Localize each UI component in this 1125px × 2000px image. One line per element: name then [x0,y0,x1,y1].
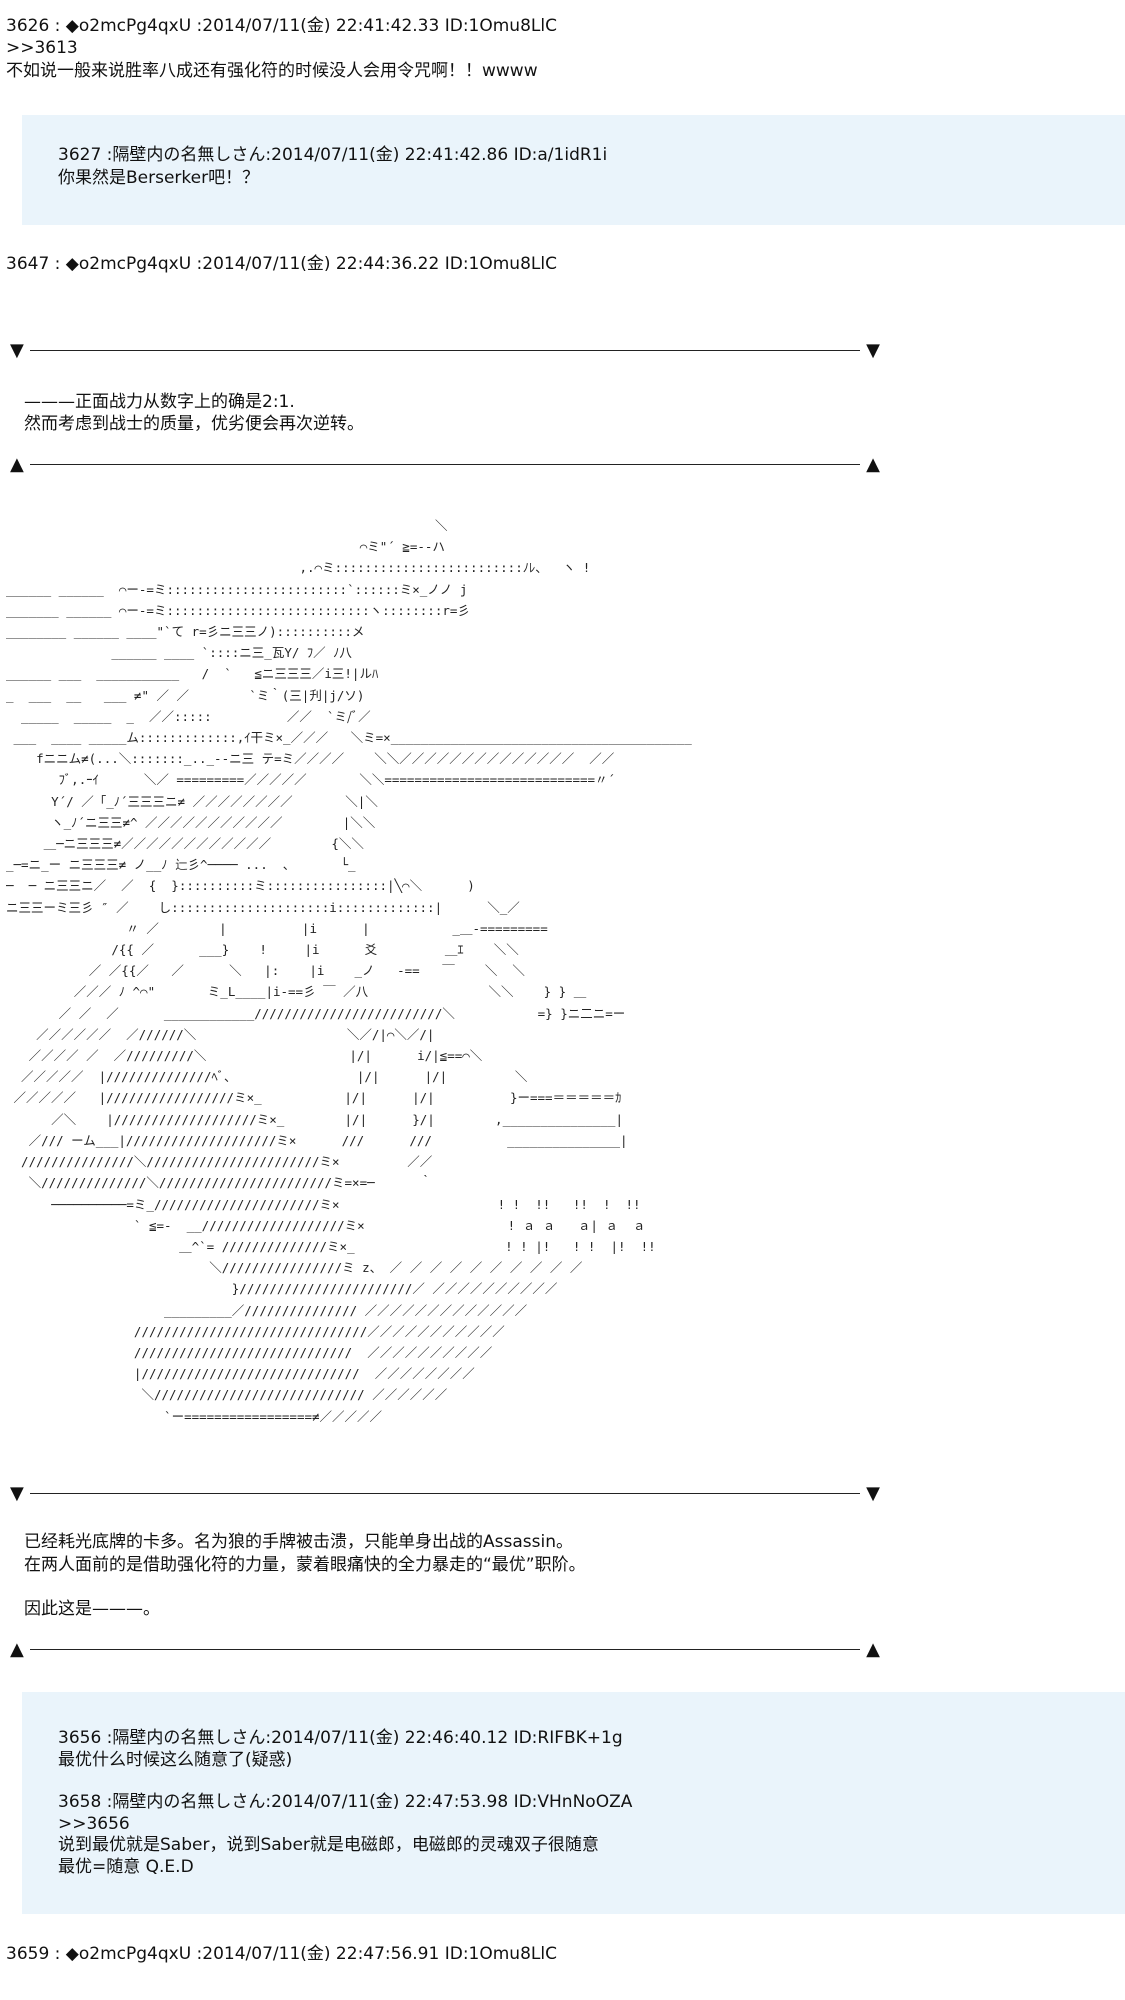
narration-line: ———正面战力从数字上的确是2:1. [24,392,295,412]
down-arrow-icon: ▼ [866,340,880,361]
reply-text: 最优=随意 Q.E.D [58,1857,194,1877]
reply-header-3627: 3627 :隔壁内の名無しさん:2014/07/11(金) 22:41:42.8… [58,145,608,165]
post-header-3626: 3626 : ◆o2mcPg4qxU :2014/07/11(金) 22:41:… [6,16,557,36]
reply-text: 说到最优就是Saber，说到Saber就是电磁郎，电磁郎的灵魂双子很随意 [58,1835,599,1855]
section-divider-top: ▼ ▼ [10,1485,880,1503]
down-arrow-icon: ▼ [866,1483,880,1504]
section-divider-bottom: ▲ ▲ [10,456,880,474]
down-arrow-icon: ▼ [10,1483,24,1504]
post-header-3647: 3647 : ◆o2mcPg4qxU :2014/07/11(金) 22:44:… [6,254,557,274]
reply-text: 你果然是Berserker吧！？ [58,168,260,188]
narration-line: 已经耗光底牌的卡多。名为狼的手牌被击溃，只能单身出战的Assassin。 [24,1532,573,1552]
reply-box: 3627 :隔壁内の名無しさん:2014/07/11(金) 22:41:42.8… [22,115,1125,225]
quote-link[interactable]: >>3656 [58,1814,130,1834]
ascii-art: ＼ ⌒ミ"´ ≧=-‐ハ ,.⌒ミ:::::::::::::::::::::::… [6,518,692,1424]
post-header-3659: 3659 : ◆o2mcPg4qxU :2014/07/11(金) 22:47:… [6,1944,557,1964]
reply-header-3658: 3658 :隔壁内の名無しさん:2014/07/11(金) 22:47:53.9… [58,1792,633,1812]
section-divider-top: ▼ ▼ [10,342,880,360]
reply-text: 最优什么时候这么随意了(疑惑) [58,1750,293,1770]
narration-line: 因此这是———。 [24,1599,160,1619]
quote-link[interactable]: >>3613 [6,38,78,58]
narration-line: 然而考虑到战士的质量，优劣便会再次逆转。 [24,414,364,434]
down-arrow-icon: ▼ [10,340,24,361]
reply-box: 3656 :隔壁内の名無しさん:2014/07/11(金) 22:46:40.1… [22,1692,1125,1914]
divider-line [30,350,860,351]
section-divider-bottom: ▲ ▲ [10,1641,880,1659]
reply-header-3656: 3656 :隔壁内の名無しさん:2014/07/11(金) 22:46:40.1… [58,1728,623,1748]
divider-line [30,1649,860,1650]
post-text: 不如说一般来说胜率八成还有强化符的时候没人会用令咒啊！！wwww [6,61,538,81]
up-arrow-icon: ▲ [866,454,880,475]
divider-line [30,1493,860,1494]
up-arrow-icon: ▲ [866,1639,880,1660]
narration-line: 在两人面前的是借助强化符的力量，蒙着眼痛快的全力暴走的“最优”职阶。 [24,1555,586,1575]
divider-line [30,464,860,465]
up-arrow-icon: ▲ [10,1639,24,1660]
up-arrow-icon: ▲ [10,454,24,475]
